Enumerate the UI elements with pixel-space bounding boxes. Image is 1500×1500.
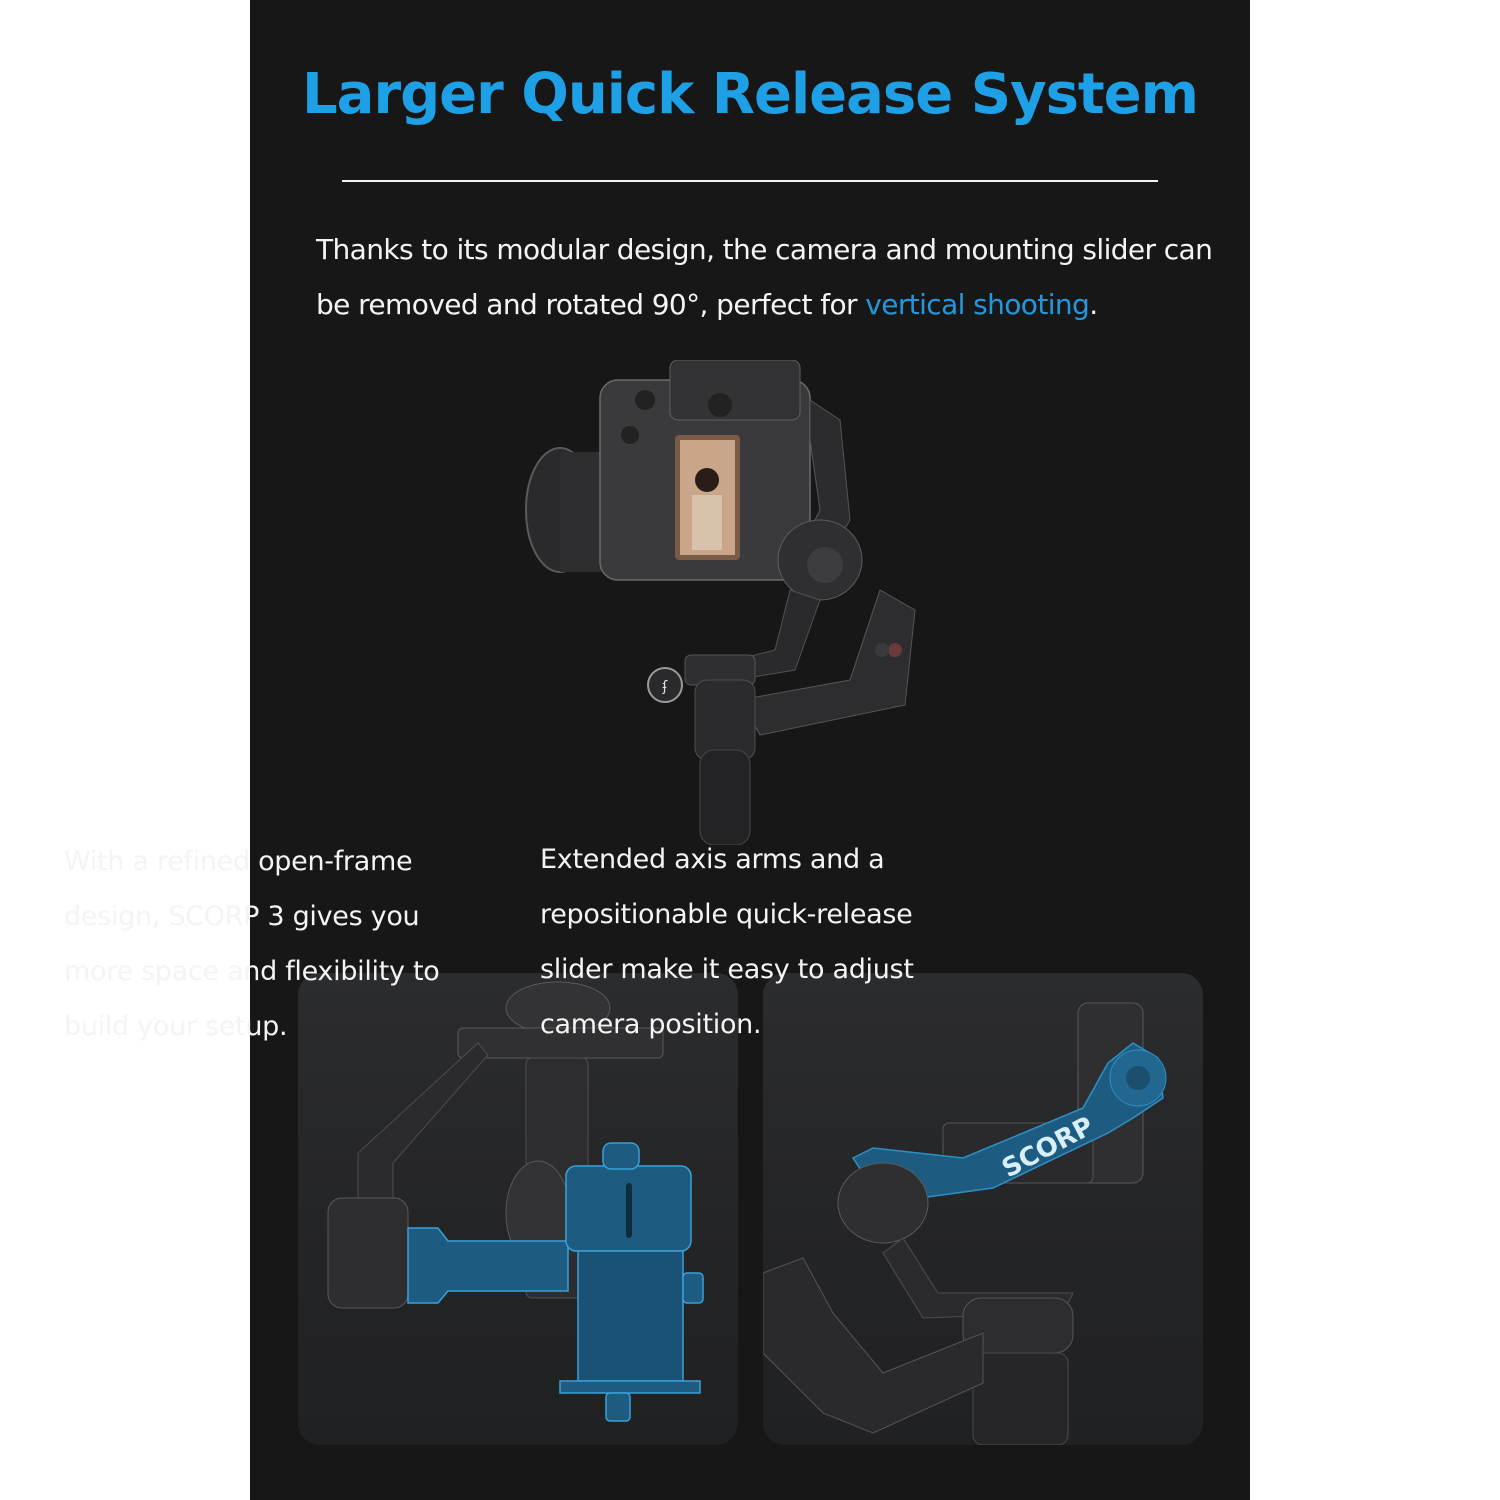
feature-caption-extended-arms: Extended axis arms and a repositionable … [540,844,914,1040]
intro-paragraph: Thanks to its modular design, the camera… [316,222,1216,332]
intro-highlight: vertical shooting [865,288,1090,321]
intro-text: Thanks to its modular design, the camera… [316,233,1213,321]
feature-card-extended-arms: SCORP [763,973,1203,1445]
feature-card-open-frame [298,973,738,1445]
open-frame-gimbal-image [327,981,704,1422]
title-divider [342,180,1158,182]
extended-arm-gimbal-image: SCORP [763,1002,1167,1445]
page-title: Larger Quick Release System [301,62,1199,127]
feature-caption-open-frame: With a refined open-frame design, SCORP … [64,846,440,1042]
product-panel: Larger Quick Release System Thanks to it… [250,0,1250,1500]
svg-text:ʄ: ʄ [662,679,668,695]
hero-gimbal-image: ʄ [525,360,916,845]
intro-period: . [1089,288,1098,321]
